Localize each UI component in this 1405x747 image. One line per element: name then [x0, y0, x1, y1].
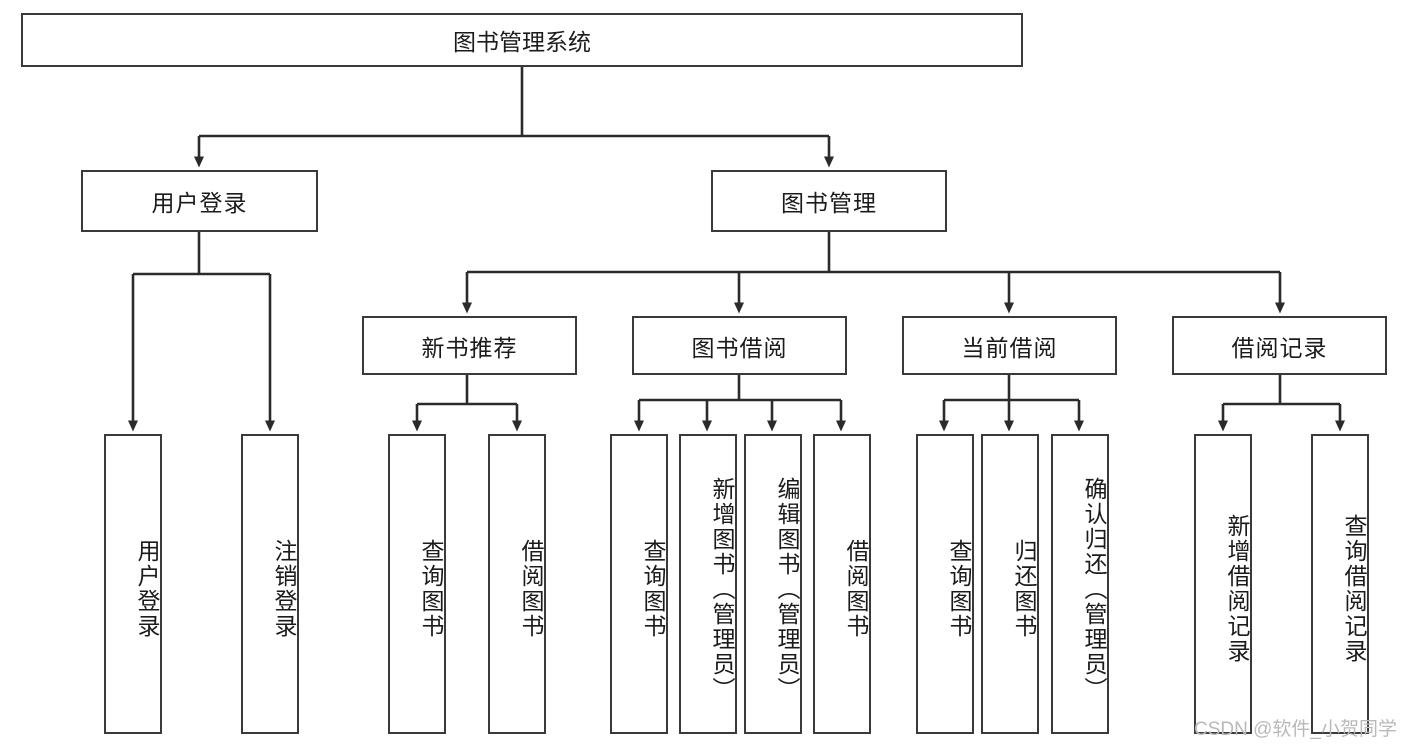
leaf-current-borrow-query-book[interactable]: 查询图书: [916, 434, 974, 734]
node-label: 用户登录: [151, 190, 248, 216]
watermark: CSDN @软件_小贺同学: [1194, 719, 1397, 740]
node-current-borrow[interactable]: 当前借阅: [902, 316, 1117, 375]
leaf-book-borrow-add-book-admin[interactable]: 新增图书（管理员）: [679, 434, 737, 734]
node-label: 当前借阅: [961, 334, 1058, 361]
node-borrow-record[interactable]: 借阅记录: [1172, 316, 1387, 375]
leaf-book-borrow-query-book[interactable]: 查询图书: [610, 434, 668, 734]
node-label: 新增借阅记录: [1224, 514, 1250, 664]
leaf-current-borrow-return-book[interactable]: 归还图书: [981, 434, 1039, 734]
node-book-management[interactable]: 图书管理: [711, 170, 947, 232]
node-label: 图书借阅: [691, 334, 788, 361]
node-label: 用户登录: [134, 539, 160, 639]
node-label: 新书推荐: [421, 334, 518, 361]
leaf-borrow-record-add-record[interactable]: 新增借阅记录: [1194, 434, 1252, 734]
node-label: 确认归还（管理员）: [1081, 476, 1107, 702]
node-new-book-recommend[interactable]: 新书推荐: [362, 316, 577, 375]
leaf-book-borrow-borrow-book[interactable]: 借阅图书: [813, 434, 871, 734]
node-label: 归还图书: [1011, 539, 1037, 639]
node-label: 借阅记录: [1231, 334, 1328, 361]
node-label: 图书管理: [781, 190, 877, 216]
node-book-borrow[interactable]: 图书借阅: [632, 316, 847, 375]
leaf-new-book-query-book[interactable]: 查询图书: [388, 434, 446, 734]
leaf-new-book-borrow-book[interactable]: 借阅图书: [488, 434, 546, 734]
node-root-book-management-system[interactable]: 图书管理系统: [21, 13, 1023, 67]
leaf-book-borrow-edit-book-admin[interactable]: 编辑图书（管理员）: [744, 434, 802, 734]
leaf-user-login-logout[interactable]: 注销登录: [241, 434, 299, 734]
node-label: 注销登录: [271, 539, 297, 639]
node-label: 查询图书: [640, 539, 666, 639]
node-label: 借阅图书: [518, 539, 544, 639]
node-label: 查询图书: [946, 539, 972, 639]
node-label: 查询图书: [418, 539, 444, 639]
node-label: 编辑图书（管理员）: [774, 476, 800, 702]
node-label: 查询借阅记录: [1341, 514, 1367, 664]
node-label: 借阅图书: [843, 539, 869, 639]
leaf-current-borrow-confirm-return-admin[interactable]: 确认归还（管理员）: [1051, 434, 1109, 734]
leaf-borrow-record-query-record[interactable]: 查询借阅记录: [1311, 434, 1369, 734]
node-label: 图书管理系统: [453, 29, 591, 55]
node-label: 新增图书（管理员）: [709, 476, 735, 702]
leaf-user-login-login[interactable]: 用户登录: [104, 434, 162, 734]
node-user-login[interactable]: 用户登录: [81, 170, 318, 232]
